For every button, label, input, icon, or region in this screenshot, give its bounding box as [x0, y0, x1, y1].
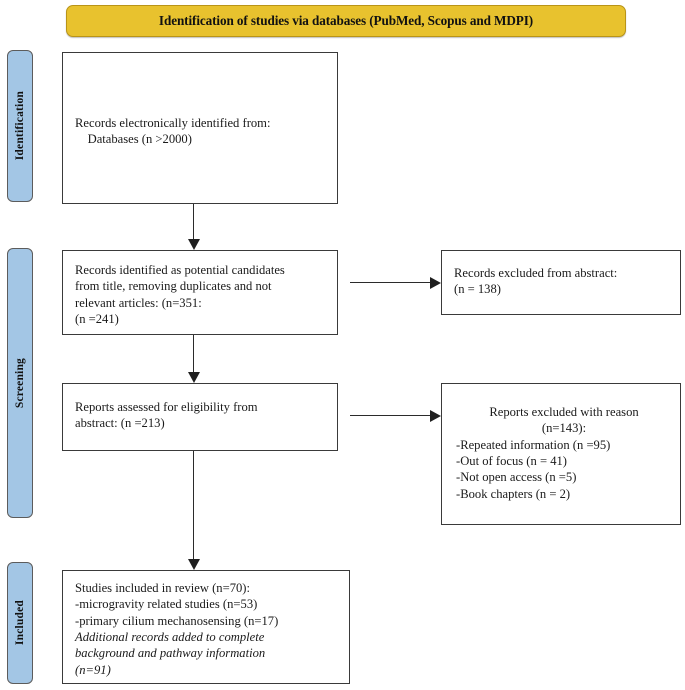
arrow-head — [187, 559, 200, 570]
text-line: -Not open access (n =5) — [456, 470, 577, 485]
text-line-italic: Additional records added to complete — [75, 630, 265, 645]
text-line: -primary cilium mechanosensing (n=17) — [75, 613, 279, 628]
text-line: -Repeated information (n =95) — [456, 437, 611, 452]
text-line: from title, removing duplicates and not — [75, 279, 272, 294]
text-line-italic: (n=91) — [75, 662, 111, 677]
text-line: -Out of focus (n = 41) — [456, 454, 567, 469]
text-line: Records identified as potential candidat… — [75, 263, 285, 277]
stage-label-included: Included — [7, 562, 33, 684]
arrow-shaft — [192, 335, 195, 372]
box-reports-assessed-eligibility-body: Reports assessed for eligibility from ab… — [75, 399, 329, 432]
down-arrow-icon-identification-to-screening — [187, 204, 200, 250]
box-studies-included-in-review-body: Studies included in review (n=70): -micr… — [75, 580, 341, 678]
right-arrow-icon-eligibility-to-excluded-reason — [350, 409, 441, 422]
text-line: (n=143): — [541, 421, 587, 436]
arrow-head — [430, 409, 441, 422]
down-arrow-icon-candidates-to-eligibility — [187, 335, 200, 383]
text-line: Records excluded from abstract: — [454, 266, 618, 280]
text-line-italic: background and pathway information — [75, 646, 266, 661]
box-reports-excluded-with-reason-body: Reports excluded with reason (n=143): -R… — [456, 404, 672, 502]
box-studies-included-in-review: Studies included in review (n=70): -micr… — [62, 570, 350, 684]
arrow-shaft — [192, 451, 195, 559]
text-line: -Book chapters (n = 2) — [456, 486, 571, 501]
box-records-potential-candidates: Records identified as potential candidat… — [62, 250, 338, 335]
box-records-potential-candidates-body: Records identified as potential candidat… — [75, 262, 329, 327]
arrow-shaft — [192, 204, 195, 239]
box-records-identified-body: Records electronically identified from: … — [75, 115, 329, 148]
text-line: Reports assessed for eligibility from — [75, 400, 258, 414]
text-line: Reports excluded with reason — [489, 405, 639, 419]
arrow-shaft — [350, 414, 430, 417]
text-line: (n = 138) — [454, 282, 501, 297]
diagram-title-text: Identification of studies via databases … — [158, 13, 534, 28]
stage-label-identification: Identification — [7, 50, 33, 202]
stage-label-identification-text: Identification — [14, 91, 26, 161]
stage-label-screening-text: Screening — [14, 357, 26, 409]
arrow-head — [430, 276, 441, 289]
arrow-head — [187, 372, 200, 383]
right-arrow-icon-candidates-to-excluded — [350, 276, 441, 289]
text-line: Studies included in review (n=70): — [75, 581, 250, 595]
box-reports-assessed-eligibility: Reports assessed for eligibility from ab… — [62, 383, 338, 451]
text-line: relevant articles: (n=351: — [75, 295, 202, 310]
down-arrow-icon-eligibility-to-included — [187, 451, 200, 570]
stage-label-screening: Screening — [7, 248, 33, 518]
box-reports-excluded-with-reason: Reports excluded with reason (n=143): -R… — [441, 383, 681, 525]
text-line: Databases (n >2000) — [75, 132, 192, 147]
box-records-excluded-from-abstract: Records excluded from abstract: (n = 138… — [441, 250, 681, 315]
text-line: abstract: (n =213) — [75, 416, 165, 431]
arrow-shaft — [350, 281, 430, 284]
arrow-head — [187, 239, 200, 250]
text-line: -microgravity related studies (n=53) — [75, 597, 258, 612]
stage-label-included-text: Included — [14, 600, 26, 646]
text-line: (n =241) — [75, 312, 119, 327]
diagram-title-banner: Identification of studies via databases … — [66, 5, 626, 37]
box-records-identified: Records electronically identified from: … — [62, 52, 338, 204]
box-records-excluded-from-abstract-body: Records excluded from abstract: (n = 138… — [454, 265, 672, 298]
text-line: Records electronically identified from: — [75, 116, 271, 130]
